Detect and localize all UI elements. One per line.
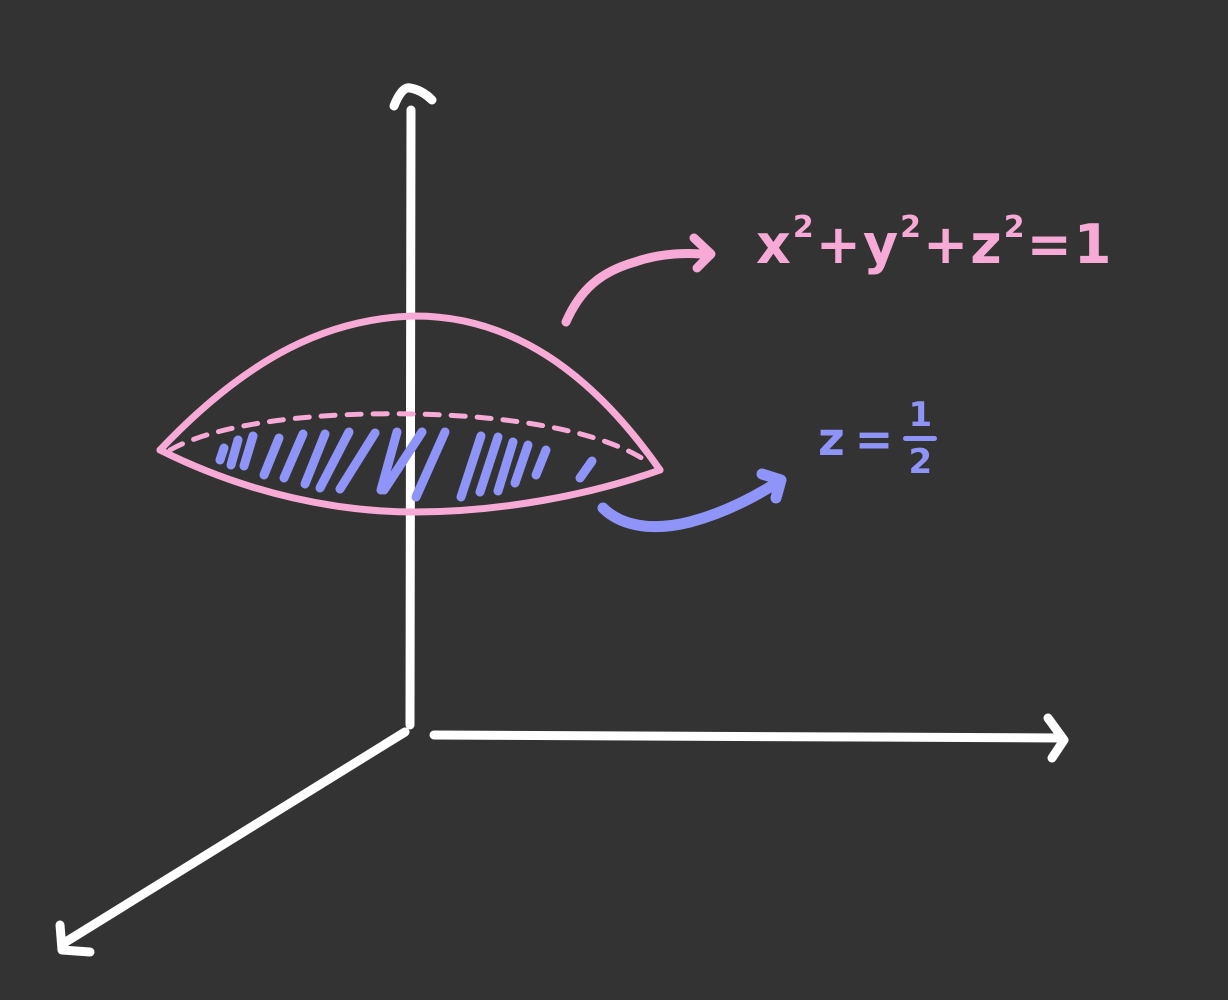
- x-axis-arrowhead: [55, 920, 95, 957]
- sphere-cap: [156, 312, 664, 516]
- x-axis: [59, 727, 410, 948]
- sphere-equation-label: x2+y2+z2=1: [756, 213, 1113, 272]
- eq-z: z: [970, 213, 1004, 276]
- eq-y-exponent: 2: [900, 210, 924, 245]
- y-axis: [429, 730, 1067, 743]
- eq-plus-2: +: [923, 213, 971, 276]
- eq-equals: =: [1026, 213, 1074, 276]
- sphere-pointer-arrow: [561, 233, 716, 327]
- plane-equation-label: z = 1 2: [818, 395, 938, 482]
- z-axis: [405, 105, 416, 730]
- eq-plus-1: +: [815, 213, 863, 276]
- eq-y: y: [862, 213, 901, 276]
- y-axis-arrowhead: [1043, 713, 1069, 763]
- z-axis-arrowhead: [389, 83, 437, 111]
- fraction-denominator: 2: [908, 442, 933, 482]
- cap-dome: [156, 312, 664, 474]
- eq-z-exponent: 2: [1003, 210, 1027, 245]
- plane-eq-lhs: z: [818, 411, 845, 466]
- fraction-bar: [903, 436, 938, 441]
- cap-rim-back: [167, 411, 651, 465]
- eq-x-exponent: 2: [792, 210, 816, 245]
- plane-eq-equals: =: [854, 411, 894, 466]
- fraction-numerator: 1: [908, 395, 933, 435]
- plane-pointer-arrow: [597, 468, 787, 533]
- eq-x: x: [756, 213, 793, 276]
- axes: [55, 83, 1069, 957]
- plane-eq-fraction: 1 2: [903, 395, 938, 482]
- hatch-lines: [215, 427, 597, 502]
- eq-rhs: 1: [1073, 213, 1114, 276]
- cap-rim-front: [156, 446, 664, 516]
